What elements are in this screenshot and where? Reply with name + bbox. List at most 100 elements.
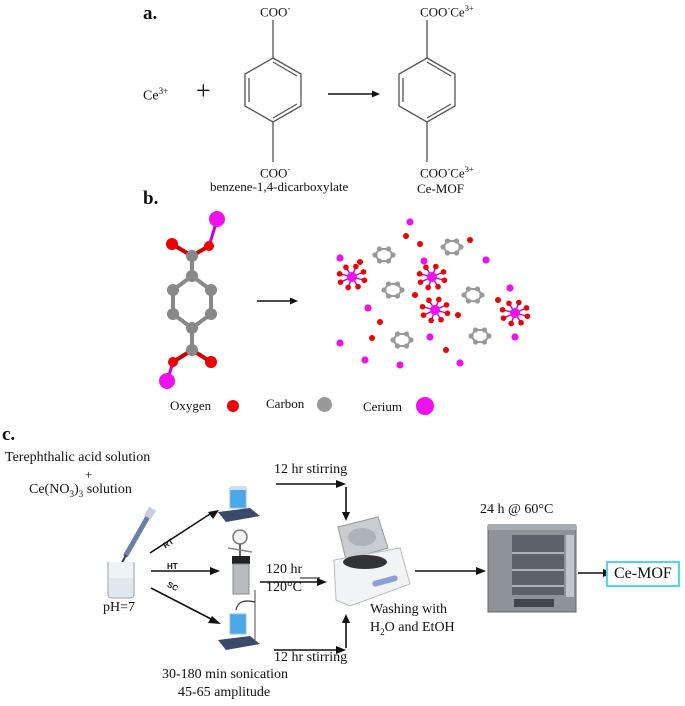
oxygen-atom	[336, 270, 343, 277]
product-bottom-group: COO-Ce3+	[420, 164, 474, 181]
charge-text: -	[447, 3, 451, 13]
oxygen-atom	[357, 259, 363, 265]
ion-symbol: Ce	[143, 88, 159, 104]
carbon-atom	[453, 250, 460, 256]
oxygen-atom	[455, 312, 461, 318]
oxygen-atom	[412, 292, 418, 298]
cerium-atom	[426, 333, 434, 341]
linker-bottom-group: COO-	[260, 164, 290, 181]
linker-ball-stick-model	[159, 211, 225, 389]
carboxylate-text: COO	[260, 165, 288, 181]
carbon-atom	[376, 246, 383, 252]
drying-label: 24 h @ 60°C	[480, 502, 554, 517]
panel-a-label: a.	[143, 3, 158, 24]
step-arrows	[260, 483, 605, 651]
carbon-atom	[385, 258, 392, 264]
carbon-atom	[444, 238, 451, 244]
cerium-atom	[396, 361, 404, 369]
panel-b-label: b.	[143, 188, 159, 209]
benzene-ring-linker	[244, 20, 302, 162]
oxygen-atom	[343, 264, 349, 271]
oxygen-atom	[428, 317, 434, 324]
carboxylate-text: COO	[420, 4, 448, 20]
precursor-line-1: Terephthalic acid solution	[5, 450, 151, 465]
panel-c-label: c.	[2, 424, 16, 445]
oxygen-atom	[518, 319, 524, 326]
cerium-atom	[506, 284, 514, 292]
carbon-atom	[465, 298, 472, 304]
washing-line-2: H2O and EtOH	[370, 620, 455, 637]
reaction-arrow	[328, 90, 380, 98]
cerium-atom	[482, 256, 490, 264]
charge-text: -	[287, 164, 291, 174]
cerium-atom	[420, 257, 428, 265]
oxygen-atom	[524, 313, 531, 320]
oxygen-atom	[436, 296, 442, 303]
carbon-atom	[394, 281, 401, 287]
cerium-atom	[427, 272, 437, 282]
carboxylate-text: COO	[420, 165, 448, 181]
carbon-atom	[403, 343, 410, 349]
ht-arrowhead	[210, 567, 220, 575]
text-segment: Ce(NO	[29, 482, 70, 497]
autoclave-reactor-icon	[227, 529, 253, 595]
cerium-atom	[511, 333, 519, 341]
mof-network-model	[336, 218, 531, 369]
carbon-atom	[394, 331, 401, 337]
carbon-atom	[385, 281, 392, 287]
oxygen-legend-dot	[227, 400, 239, 412]
charge-text: -	[447, 164, 451, 174]
rt-arrowhead	[208, 510, 219, 519]
oxygen-atom	[425, 284, 431, 291]
branch-arrows	[149, 513, 214, 621]
oxygen-atom	[444, 310, 451, 317]
linker-name: benzene-1,4-dicarboxylate	[210, 179, 349, 194]
centrifuge-icon	[333, 516, 411, 607]
carbon-atom	[399, 287, 405, 293]
oxygen-atom	[361, 277, 368, 284]
carbon-atom	[444, 250, 451, 256]
legend-carbon-label: Carbon	[266, 396, 305, 411]
subscript: 3	[69, 488, 74, 499]
beaker-icon	[107, 562, 135, 599]
carbon-atom	[472, 339, 479, 345]
sonicator-icon	[218, 590, 260, 650]
carbon-atom	[453, 238, 460, 244]
arrowhead	[336, 480, 346, 488]
carbon-atom	[408, 337, 414, 343]
linker-top-group: COO-	[260, 3, 290, 20]
carbon-atom	[474, 298, 481, 304]
ce-mof-product-box: Ce-MOF	[606, 561, 680, 587]
carbon-atom	[461, 292, 467, 298]
legend-cerium-label: Cerium	[363, 399, 402, 414]
carbon-atom	[385, 293, 392, 299]
oxygen-atom	[467, 237, 473, 243]
carbon-atom	[481, 327, 488, 333]
rt-step-label: 12 hr stirring	[274, 462, 348, 477]
oxygen-atom	[500, 315, 507, 321]
route-ht-label: HT	[167, 562, 178, 571]
text-segment: solution	[83, 482, 132, 497]
oxygen-atom	[337, 279, 344, 285]
cerium-atom	[406, 218, 414, 226]
cerium-atom	[364, 304, 372, 312]
drying-oven-icon	[487, 524, 577, 613]
cerium-atom	[430, 305, 440, 315]
text-segment: H	[370, 620, 381, 635]
oxygen-atom	[360, 269, 367, 275]
sc-step-label: 12 hr stirring	[274, 650, 348, 665]
oxygen-atom	[423, 264, 429, 271]
oxygen-atom	[420, 312, 427, 318]
carbon-atom	[372, 252, 378, 258]
oxygen-atom	[417, 241, 423, 247]
subscript: 3	[78, 488, 84, 499]
oxygen-atom	[441, 277, 448, 284]
carboxylate-text: COO	[260, 4, 288, 20]
oxygen-atom	[516, 299, 522, 306]
ph-label: pH=7	[103, 600, 136, 615]
product-name: Ce-MOF	[417, 181, 464, 196]
cerium-atom	[510, 308, 520, 318]
metal-text: Ce	[450, 165, 465, 181]
